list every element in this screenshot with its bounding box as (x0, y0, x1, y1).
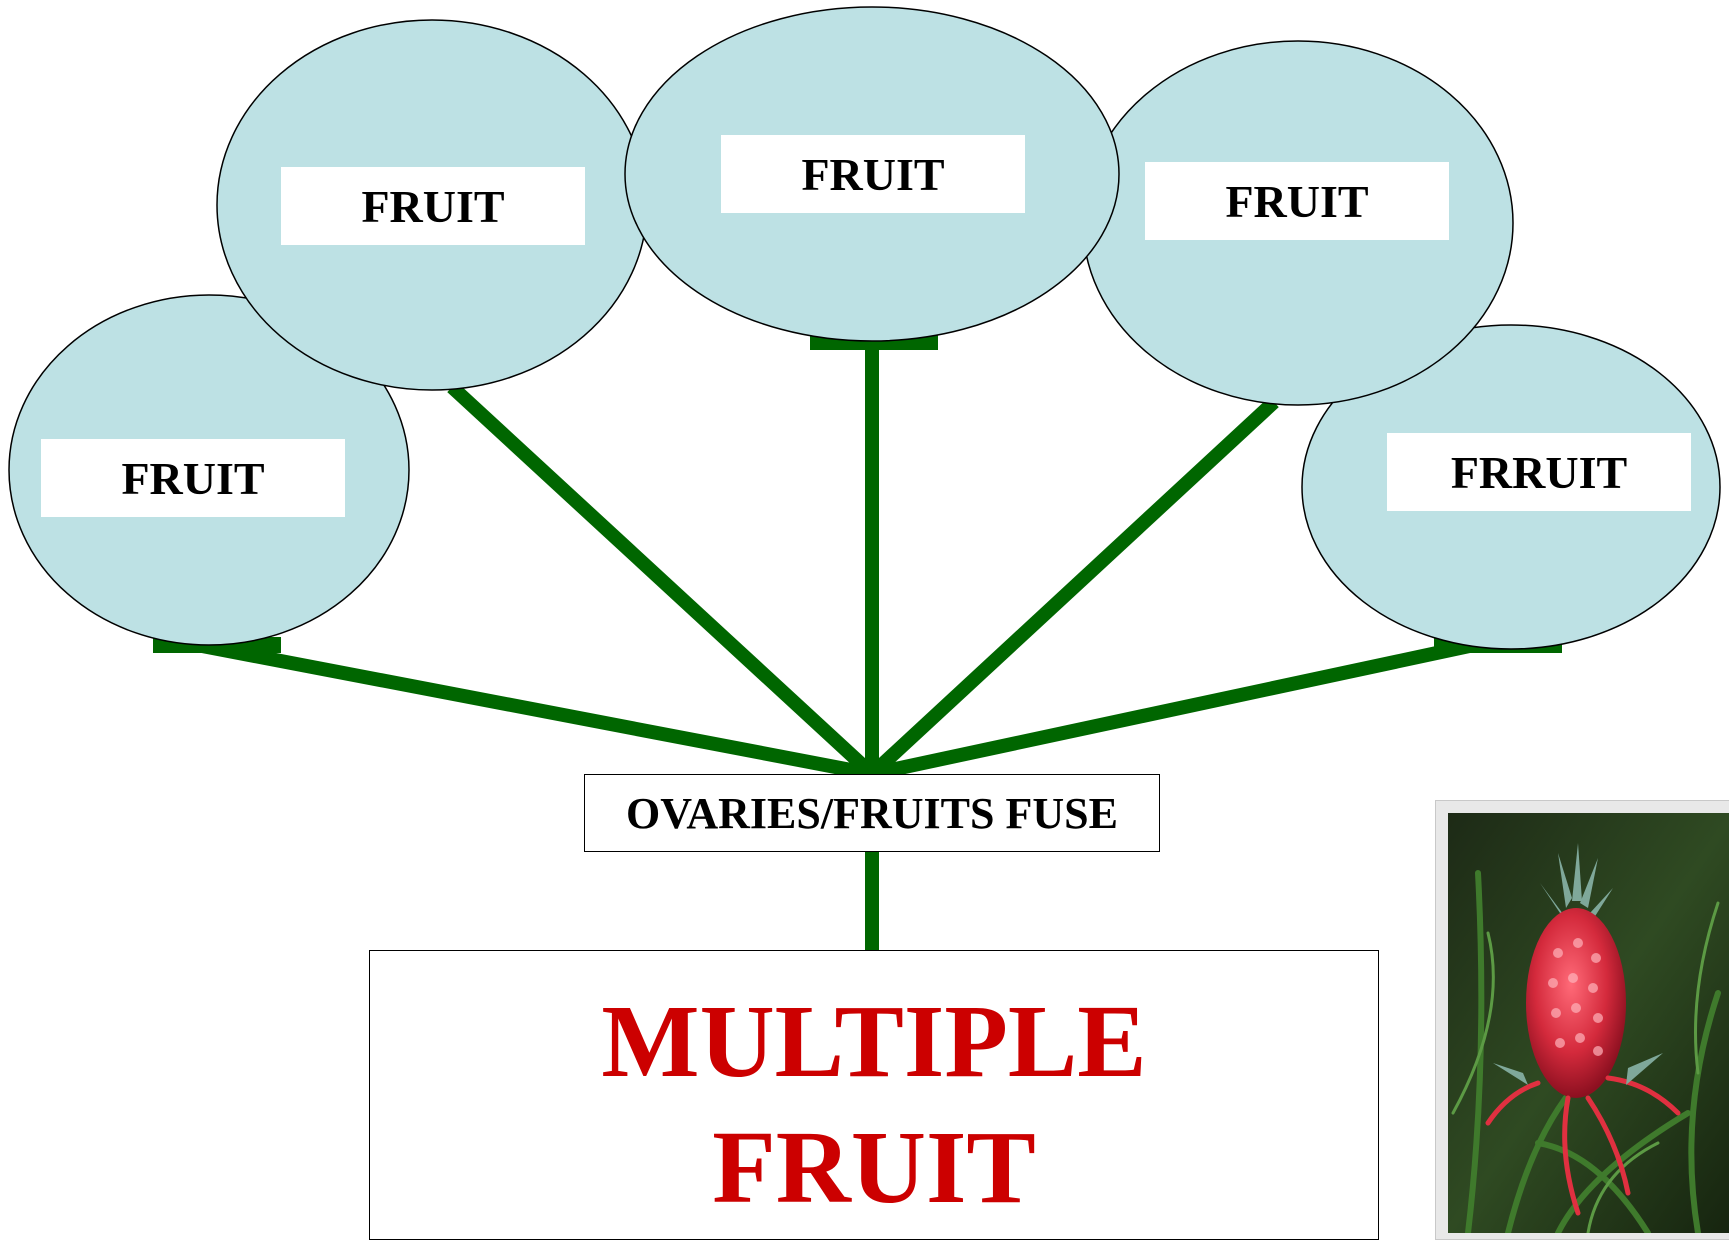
pineapple-photo-frame (1435, 800, 1729, 1240)
stem-2 (447, 381, 877, 780)
stem-5 (870, 635, 1490, 781)
fruit-label-1: FRUIT (41, 439, 345, 517)
stems (195, 341, 1490, 950)
stem-1 (195, 638, 874, 781)
fruit-label-2: FRUIT (281, 167, 585, 245)
fruit-label-4: FRUIT (1145, 162, 1449, 240)
pineapple-photo (1448, 813, 1729, 1233)
fruit-label-5: FRRUIT (1387, 433, 1691, 511)
result-line-1: MULTIPLE (601, 984, 1147, 1099)
result-line-2: FRUIT (712, 1110, 1036, 1225)
fruit-label-3: FRUIT (721, 135, 1025, 213)
result-box: MULTIPLE FRUIT (369, 950, 1379, 1240)
ovaries-fuse-label: OVARIES/FRUITS FUSE (584, 774, 1160, 852)
result-title: MULTIPLE FRUIT (370, 951, 1378, 1231)
stem-4 (867, 396, 1279, 780)
